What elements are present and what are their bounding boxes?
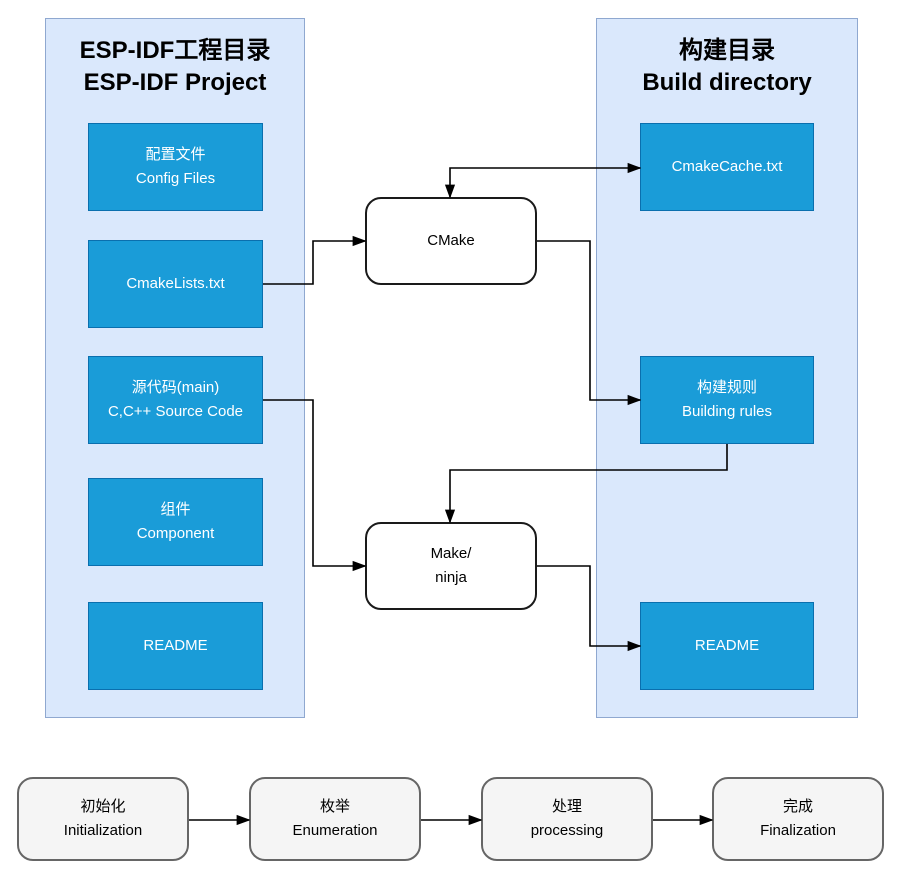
node-cmakecache: CmakeCache.txt [640, 123, 814, 211]
node-label: 源代码(main) [131, 379, 220, 396]
left-panel-title-line1: ESP-IDF工程目录 [79, 37, 271, 64]
node-config-files: 配置文件 Config Files [88, 123, 263, 211]
flow-step-processing: 处理 processing [481, 777, 653, 861]
node-label: C,C++ Source Code [107, 403, 244, 420]
flow-step-label: Initialization [63, 822, 143, 839]
flow-step-label: 完成 [782, 798, 813, 815]
left-panel-title: ESP-IDF工程目录 ESP-IDF Project [46, 35, 304, 100]
process-label: CMake [427, 232, 475, 249]
node-label: CmakeLists.txt [126, 275, 225, 292]
process-make-ninja: Make/ ninja [365, 522, 537, 610]
flow-step-label: Enumeration [292, 822, 378, 839]
node-label: Building rules [681, 403, 773, 420]
node-label: README [143, 637, 208, 654]
flow-step-finalization: 完成 Finalization [712, 777, 884, 861]
node-label: 组件 [160, 501, 191, 518]
flow-step-label: 枚举 [319, 798, 350, 815]
left-panel-title-line2: ESP-IDF Project [83, 69, 267, 97]
right-panel-title-line1: 构建目录 [679, 37, 775, 64]
node-label: README [694, 637, 760, 654]
node-building-rules: 构建规则 Building rules [640, 356, 814, 444]
node-component: 组件 Component [88, 478, 263, 566]
node-label: CmakeCache.txt [671, 158, 783, 175]
process-label: Make/ [430, 545, 472, 562]
node-readme-build: README [640, 602, 814, 690]
node-source-code: 源代码(main) C,C++ Source Code [88, 356, 263, 444]
flow-step-enumeration: 枚举 Enumeration [249, 777, 421, 861]
flow-step-label: Finalization [760, 822, 836, 839]
flow-step-label: 处理 [551, 798, 582, 815]
node-cmakelists: CmakeLists.txt [88, 240, 263, 328]
node-label: Component [136, 525, 215, 542]
process-cmake: CMake [365, 197, 537, 285]
right-panel-title-line2: Build directory [642, 69, 812, 97]
flow-step-label: processing [530, 822, 604, 839]
node-label: 配置文件 [145, 146, 206, 163]
node-label: Config Files [135, 170, 216, 187]
flow-step-initialization: 初始化 Initialization [17, 777, 189, 861]
flow-step-label: 初始化 [80, 798, 126, 815]
right-panel-title: 构建目录 Build directory [597, 35, 857, 100]
process-label: ninja [435, 569, 467, 586]
node-readme-project: README [88, 602, 263, 690]
node-label: 构建规则 [696, 379, 757, 396]
